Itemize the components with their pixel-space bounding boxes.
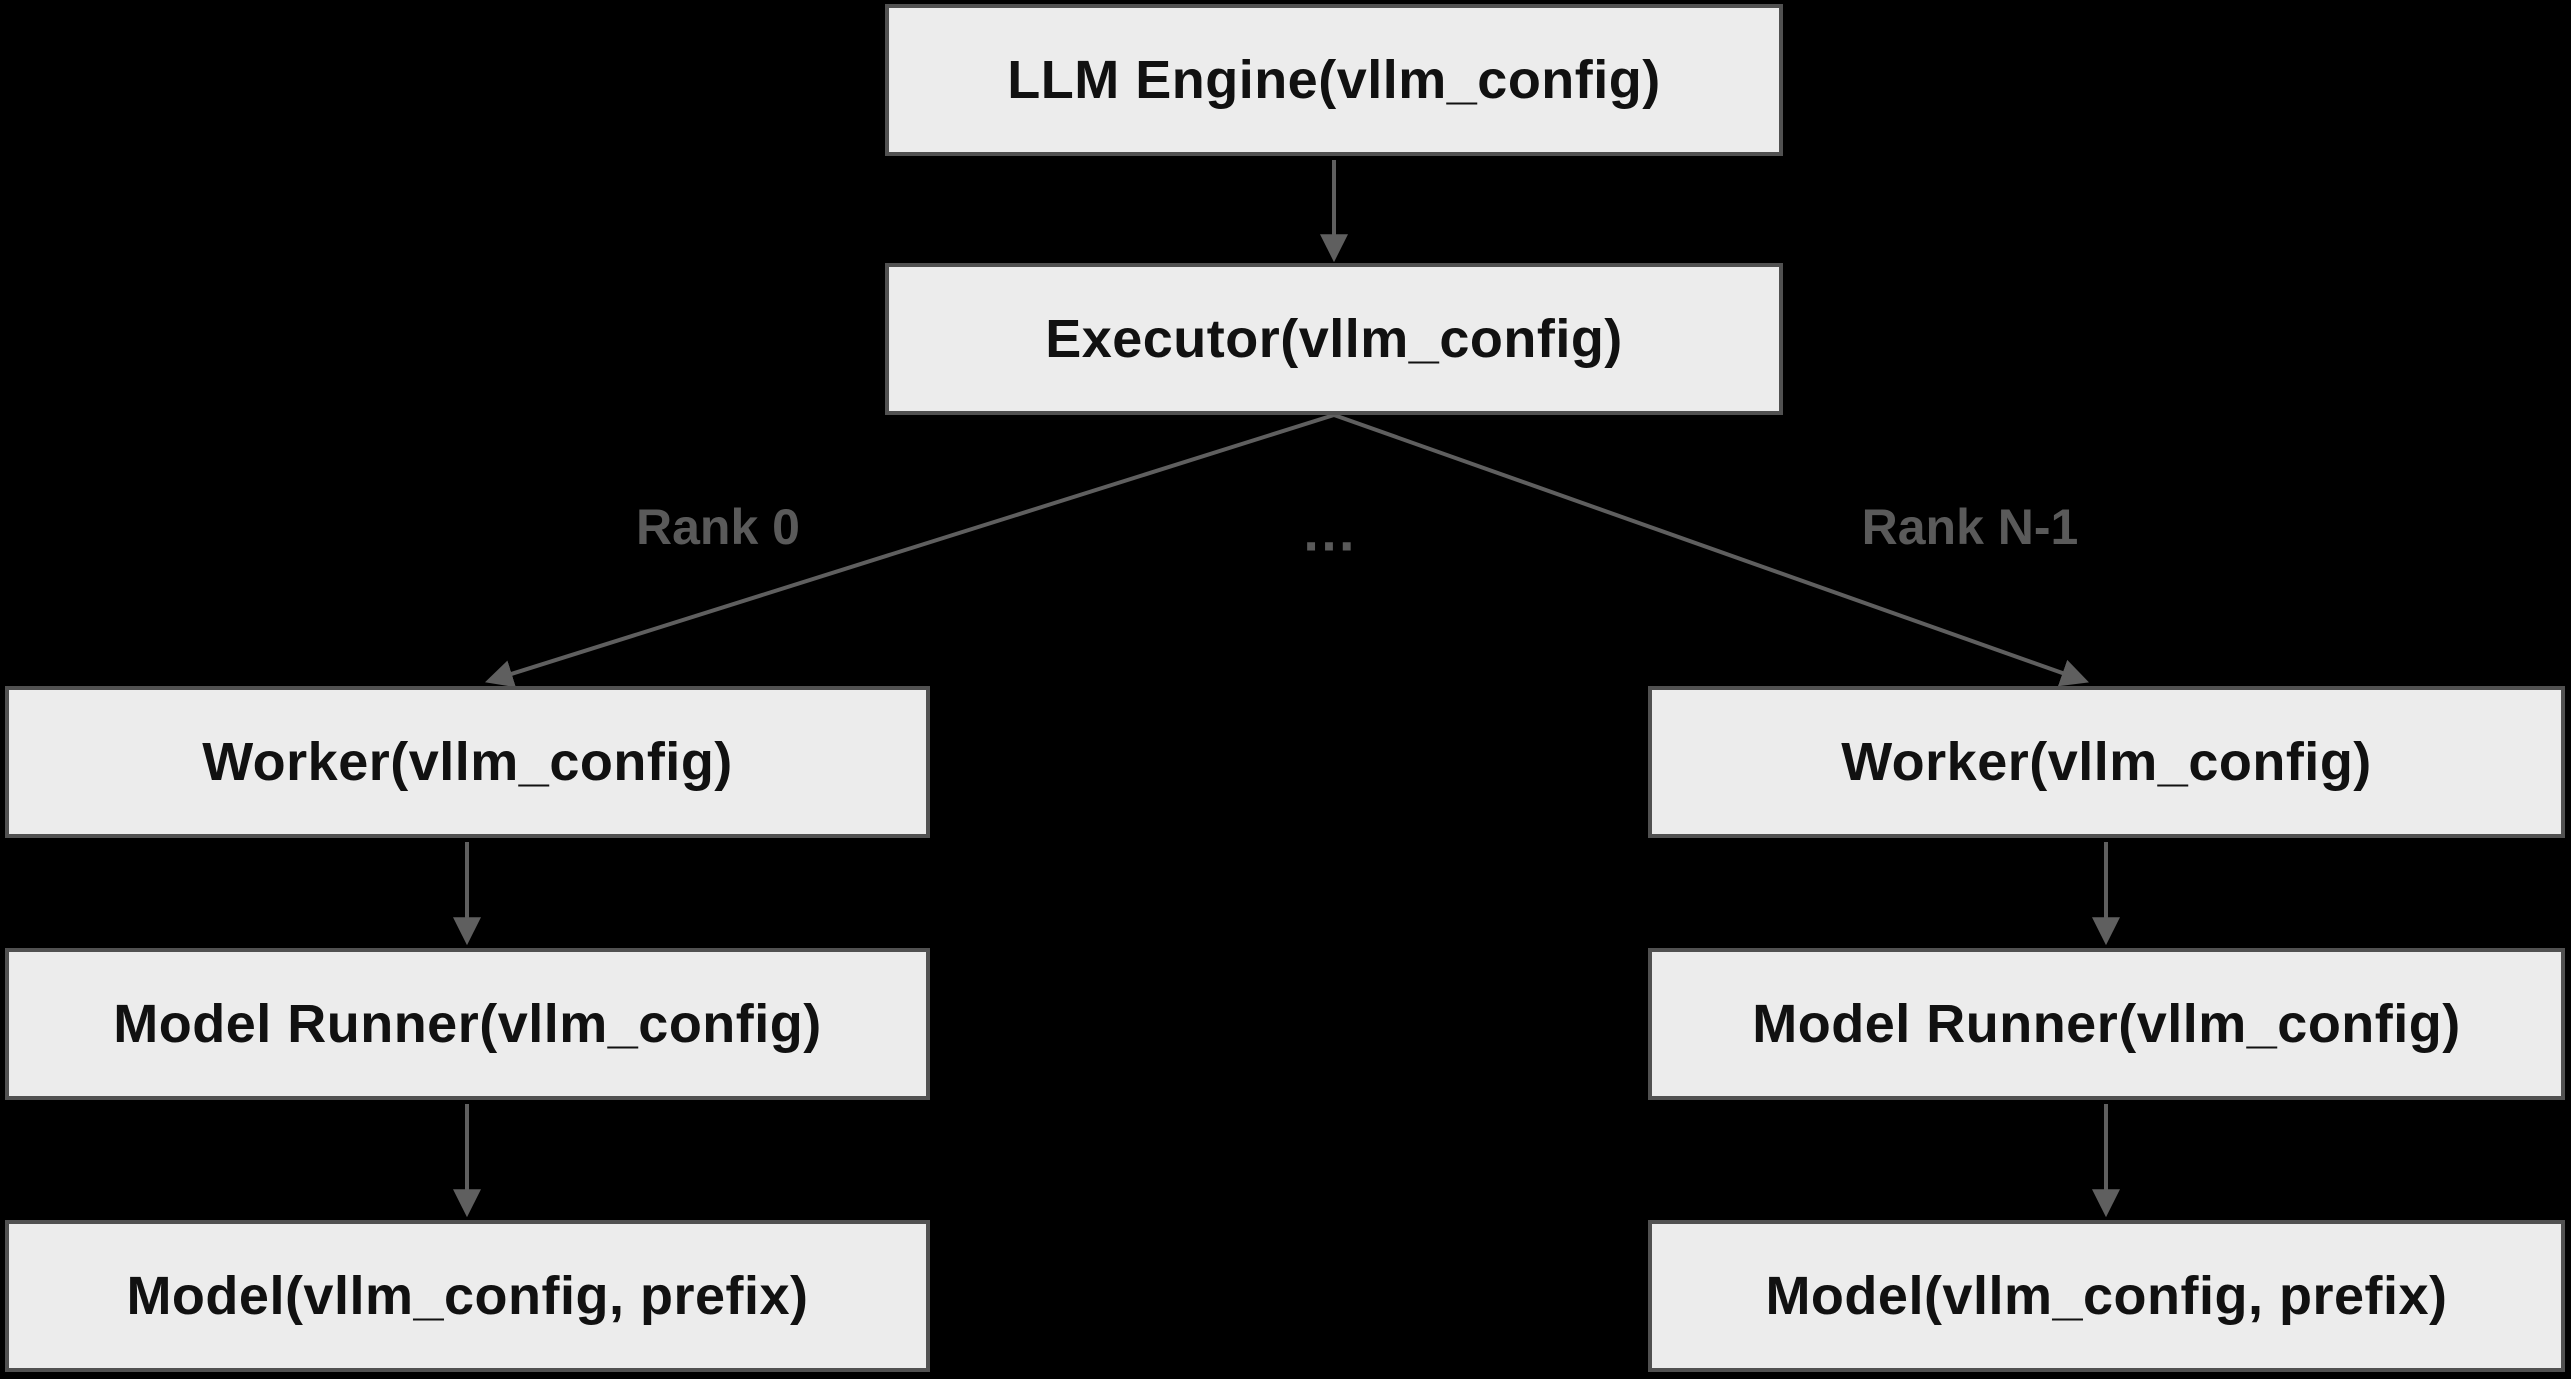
node-model-rank-n-1-label: Model(vllm_config, prefix) bbox=[1765, 1266, 2448, 1326]
node-executor-label: Executor(vllm_config) bbox=[1045, 309, 1623, 369]
node-model-runner-rank-n-1: Model Runner(vllm_config) bbox=[1648, 948, 2565, 1100]
edge-executor-to-worker-left bbox=[484, 413, 1335, 688]
node-model-rank0: Model(vllm_config, prefix) bbox=[5, 1220, 930, 1372]
edge-label-rank0: Rank 0 bbox=[636, 499, 800, 555]
node-model-rank0-label: Model(vllm_config, prefix) bbox=[126, 1266, 809, 1326]
node-worker-rank0: Worker(vllm_config) bbox=[5, 686, 930, 838]
node-model-rank-n-1: Model(vllm_config, prefix) bbox=[1648, 1220, 2565, 1372]
node-model-runner-rank0-label: Model Runner(vllm_config) bbox=[113, 994, 822, 1054]
node-llm-engine-label: LLM Engine(vllm_config) bbox=[1007, 50, 1661, 110]
node-worker-rank-n-1: Worker(vllm_config) bbox=[1648, 686, 2565, 838]
node-model-runner-rank0: Model Runner(vllm_config) bbox=[5, 948, 930, 1100]
edge-label-ellipsis: … bbox=[1301, 499, 1359, 563]
node-model-runner-rank-n-1-label: Model Runner(vllm_config) bbox=[1752, 994, 2461, 1054]
edge-executor-to-worker-right bbox=[1333, 413, 2089, 687]
node-llm-engine: LLM Engine(vllm_config) bbox=[885, 4, 1783, 156]
edge-label-rank-n-1: Rank N-1 bbox=[1861, 499, 2079, 555]
node-executor: Executor(vllm_config) bbox=[885, 263, 1783, 415]
node-worker-rank0-label: Worker(vllm_config) bbox=[202, 732, 733, 792]
node-worker-rank-n-1-label: Worker(vllm_config) bbox=[1841, 732, 2372, 792]
